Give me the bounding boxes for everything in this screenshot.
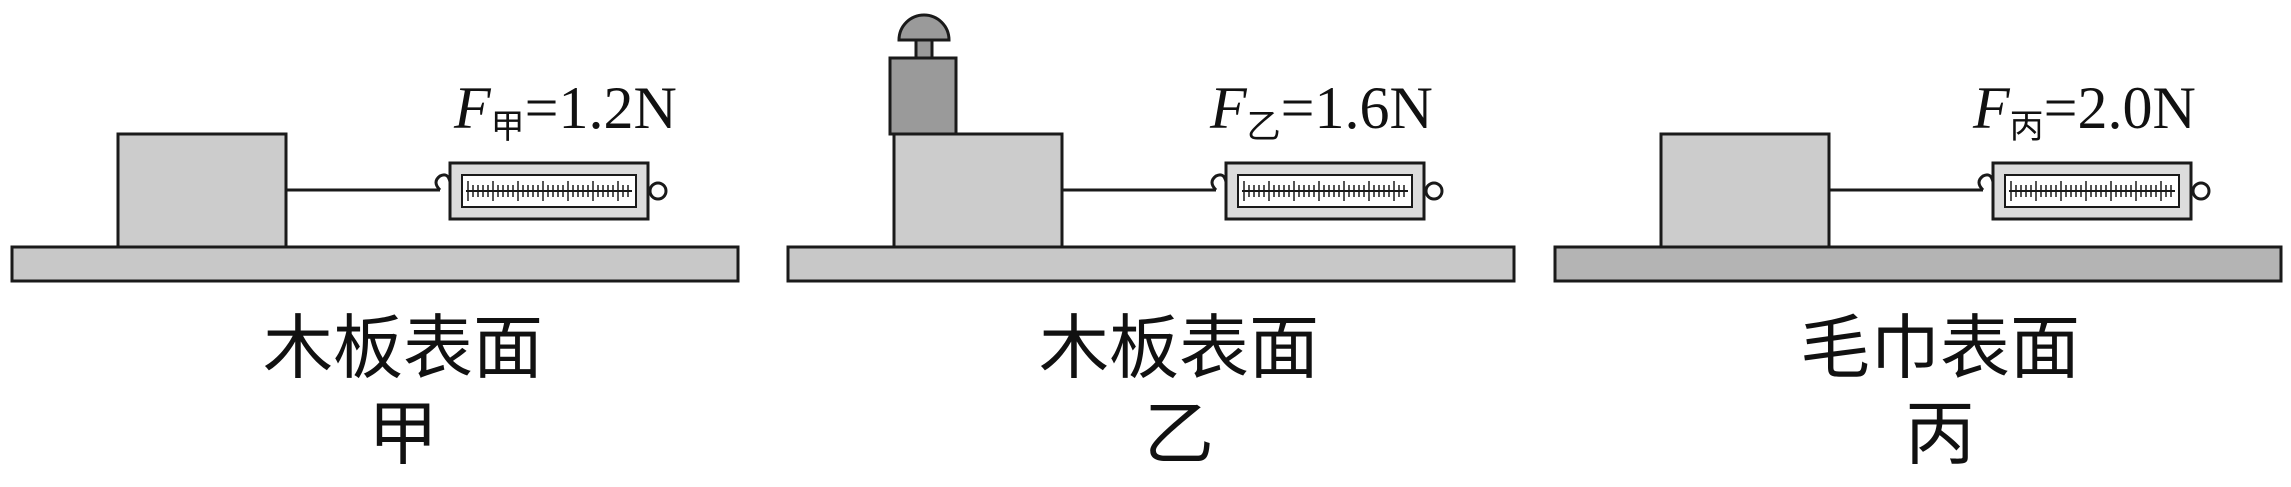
weight-neck (914, 38, 934, 60)
wooden-board (786, 245, 1516, 283)
weight-body (888, 56, 958, 136)
scale-ring (648, 181, 668, 201)
block (1659, 132, 1831, 249)
weight-knob (897, 13, 951, 42)
scale-hook (1210, 173, 1228, 192)
surface-label: 木板表面 (1039, 307, 1319, 389)
apparatus-bing (1553, 132, 2283, 283)
towel-board (1553, 245, 2283, 283)
wooden-board (10, 245, 740, 283)
force-reading: F乙=1.6N (1210, 75, 1433, 146)
panel-name: 甲 (368, 393, 438, 475)
panel-name: 丙 (1905, 393, 1975, 475)
spring-scale-icon (1210, 161, 1444, 221)
scale-hook (434, 173, 452, 192)
surface-label: 毛巾表面 (1800, 307, 2080, 389)
spring-scale-icon (1977, 161, 2211, 221)
panel-bing: F丙=2.0N 毛巾表面 丙 (1543, 0, 2291, 487)
scale-hook (1977, 173, 1995, 192)
panel-yi: F乙=1.6N 木板表面 乙 (776, 0, 1536, 487)
panel-name: 乙 (1144, 393, 1214, 475)
apparatus-jia (10, 132, 740, 283)
panel-jia: F甲=1.2N 木板表面 甲 (0, 0, 760, 487)
force-reading: F丙=2.0N (1973, 75, 2196, 146)
scale-ring (1424, 181, 1444, 201)
spring-scale-icon (434, 161, 668, 221)
surface-label: 木板表面 (263, 307, 543, 389)
force-reading: F甲=1.2N (454, 75, 677, 146)
apparatus-yi (786, 13, 1516, 283)
weight-icon (888, 13, 958, 136)
scale-ring (2191, 181, 2211, 201)
block (892, 132, 1064, 249)
block (116, 132, 288, 249)
